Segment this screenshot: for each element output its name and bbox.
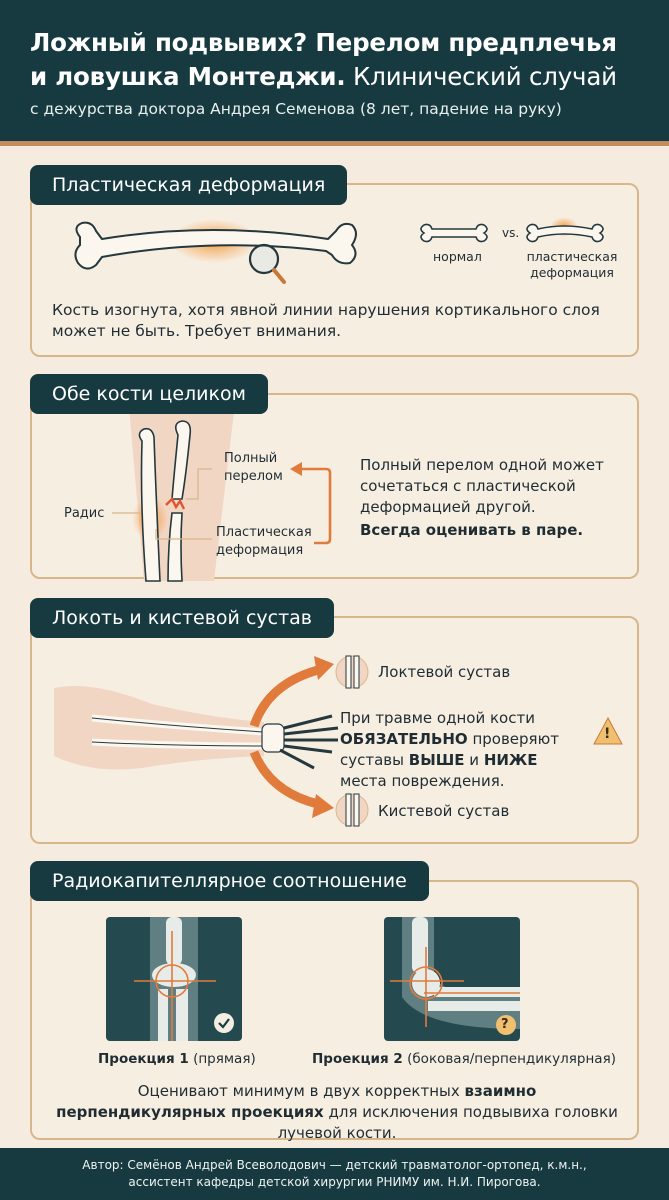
footer: Автор: Семёнов Андрей Всеволодович — дет… — [0, 1148, 669, 1200]
xray1-radius — [158, 989, 168, 1041]
section2-title: Обе кости целиком — [30, 374, 268, 414]
xray-ap-image — [134, 917, 234, 1041]
label-projection-2: Проекция 2 (боковая/перпендикулярная) — [312, 1050, 616, 1068]
section-radiocapitellar: ? Проекция 1 (прямая) Проекция 2 (бокова… — [30, 880, 639, 1142]
warning-mark: ! — [604, 726, 611, 742]
label-plastic-1: пластическая — [526, 249, 618, 264]
magnifier-icon — [248, 243, 286, 284]
xray2-circle — [409, 966, 443, 1000]
fracture-line — [165, 496, 186, 510]
xray-lateral-image — [390, 917, 520, 1035]
section1-text: Кость изогнута, хотя явной линии нарушен… — [52, 301, 600, 340]
section3-text: При травме одной кости ОБЯЗАТЕЛЬНО прове… — [340, 708, 560, 792]
proj2-bold: Проекция 2 — [312, 1051, 403, 1067]
question-mark: ? — [501, 1017, 509, 1032]
label-vs: vs. — [502, 226, 520, 240]
bone-illustrations — [74, 217, 604, 284]
label-elbow-joint: Локтевой сустав — [378, 663, 511, 681]
forearm-bone-2-outline — [91, 741, 265, 747]
proj1-rest: (прямая) — [188, 1051, 256, 1067]
section2-text-bold: Всегда оценивать в паре. — [360, 521, 584, 539]
s3-b1: ОБЯЗАТЕЛЬНО — [340, 730, 468, 748]
header-divider — [0, 141, 669, 146]
label-projection-1: Проекция 1 (прямая) — [98, 1050, 256, 1068]
wrist-joint-icon — [335, 793, 369, 827]
label-full-fracture: Полный перелом — [224, 450, 283, 486]
curved-arrow-icon — [290, 462, 332, 545]
s4-b1: взаимно перпендикулярных проекциях — [56, 1082, 537, 1121]
label-plastic-deformation: Пластическая деформация — [216, 524, 312, 560]
page-header: Ложный подвывих? Перелом предплечья и ло… — [0, 0, 669, 146]
label-radius: Радис — [64, 506, 105, 521]
page-title-rest: Клинический случай — [345, 62, 617, 91]
xray1-circle — [155, 964, 189, 998]
leader-plastic — [155, 529, 212, 540]
section4-text: Оценивают минимум в двух корректных взаи… — [54, 1081, 620, 1144]
forearm-bone-1-outline — [91, 717, 265, 733]
section-both-bones: Радис Полный перелом Пластическая деформ… — [30, 393, 639, 582]
hand-skeleton-icon — [261, 714, 339, 770]
proj1-bold: Проекция 1 — [98, 1051, 189, 1067]
arrow-up-icon — [249, 656, 334, 728]
s3-p3: и — [464, 751, 484, 769]
label-normal: нормал — [433, 249, 482, 264]
normal-bone-icon — [420, 223, 488, 243]
leader-full — [186, 468, 212, 500]
label-plastic: пластическая деформация — [522, 249, 622, 281]
label-wrist-joint: Кистевой сустав — [378, 802, 510, 820]
page-title-bold: и ловушка Монтеджи. — [30, 62, 346, 91]
arm-illustration — [54, 655, 623, 827]
section-elbow-wrist: Локтевой сустав Кистевой сустав При трав… — [30, 616, 639, 844]
xray-projection-2: ? — [384, 917, 520, 1041]
radius-bone-icon — [138, 427, 161, 582]
s3-p4: места повреждения. — [340, 772, 505, 790]
elbow-joint-icon — [335, 655, 369, 689]
question-icon — [496, 1015, 516, 1035]
s3-p2: проверяют суставы — [340, 730, 559, 769]
footer-line-2: ассистент кафедры детской хирургии РНИМУ… — [128, 1175, 541, 1189]
section4-title: Радиокапителлярное соотношение — [30, 861, 429, 901]
warning-icon — [593, 716, 623, 745]
ulna-bone-icon — [167, 420, 192, 582]
xray1-ulna — [176, 989, 188, 1041]
s4-p2: для исключения подвывиха головки лучевой… — [277, 1103, 618, 1142]
xray1-humerus — [166, 917, 182, 965]
label-plastic2-2: деформация — [216, 543, 304, 558]
label-full-1: Полный — [224, 451, 278, 466]
label-full-2: перелом — [224, 469, 283, 484]
bent-bone-small-icon — [526, 223, 604, 243]
section1-title: Пластическая деформация — [30, 165, 348, 205]
xray1-condyle — [152, 963, 196, 987]
page-subtitle: с дежурства доктора Андрея Семенова (8 л… — [30, 100, 562, 118]
s4-p1: Оценивают минимум в двух корректных — [137, 1082, 465, 1100]
s3-b2: ВЫШЕ — [408, 751, 465, 769]
xray2-humerus — [412, 917, 428, 973]
xray-projection-1 — [106, 917, 242, 1041]
section2-text: Полный перелом одной может сочетаться с … — [360, 456, 604, 516]
section-plastic-deformation: нормал vs. пластическая деформация Кость… — [30, 183, 639, 357]
proj2-rest: (боковая/перпендикулярная) — [402, 1051, 616, 1067]
check-icon — [214, 1013, 234, 1033]
bent-bone-icon — [74, 221, 357, 270]
xray2-radius — [434, 987, 520, 997]
s3-b3: НИЖЕ — [483, 751, 538, 769]
page-title-line-1: Ложный подвывих? Перелом предплечья — [30, 28, 617, 57]
page-title-line-2: и ловушка Монтеджи. Клинический случай — [30, 60, 639, 94]
section3-title: Локоть и кистевой сустав — [30, 598, 334, 638]
footer-line-1: Автор: Семёнов Андрей Всеволодович — дет… — [82, 1158, 587, 1172]
xray2-ulna — [428, 1001, 520, 1011]
label-plastic-2: деформация — [530, 265, 614, 280]
forearm-illustration — [112, 395, 332, 582]
s3-p1: При травме одной кости — [340, 709, 535, 727]
arrow-down-icon — [249, 750, 334, 818]
label-plastic2-1: Пластическая — [216, 525, 312, 540]
